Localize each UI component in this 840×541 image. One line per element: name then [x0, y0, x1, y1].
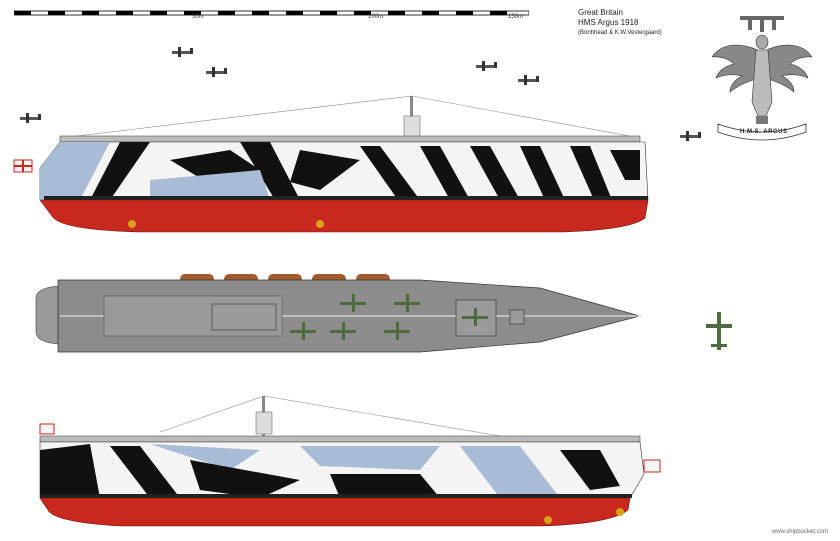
starboard-profile-graphic: [13, 95, 649, 233]
scale-bar: [14, 10, 529, 20]
ship-crest-emblem: H.M.S. ARGUS: [712, 12, 812, 147]
plan-view: [0, 268, 840, 368]
ship-name-label: HMS Argus 1918: [578, 18, 639, 27]
country-label: Great Britain: [578, 8, 623, 17]
scale-label-100m: 100m: [368, 14, 384, 20]
port-profile-view: [0, 390, 840, 535]
scale-label-150m: 150m: [508, 14, 524, 20]
crest-graphic: [712, 16, 812, 141]
scale-label-50m: 50m: [192, 14, 204, 20]
port-profile-graphic: [39, 395, 661, 527]
plan-view-graphic: [35, 274, 642, 353]
site-credit: www.shipbucket.com: [771, 529, 828, 535]
scale-bar-graphic: [14, 10, 529, 16]
authors-label: (Bonhhead & K.W.Vestergaard): [578, 30, 662, 36]
title-block: Great Britain HMS Argus 1918 (Bonhhead &…: [578, 8, 662, 38]
starboard-profile-view: [0, 90, 840, 240]
crest-ribbon-text: H.M.S. ARGUS: [740, 129, 788, 135]
